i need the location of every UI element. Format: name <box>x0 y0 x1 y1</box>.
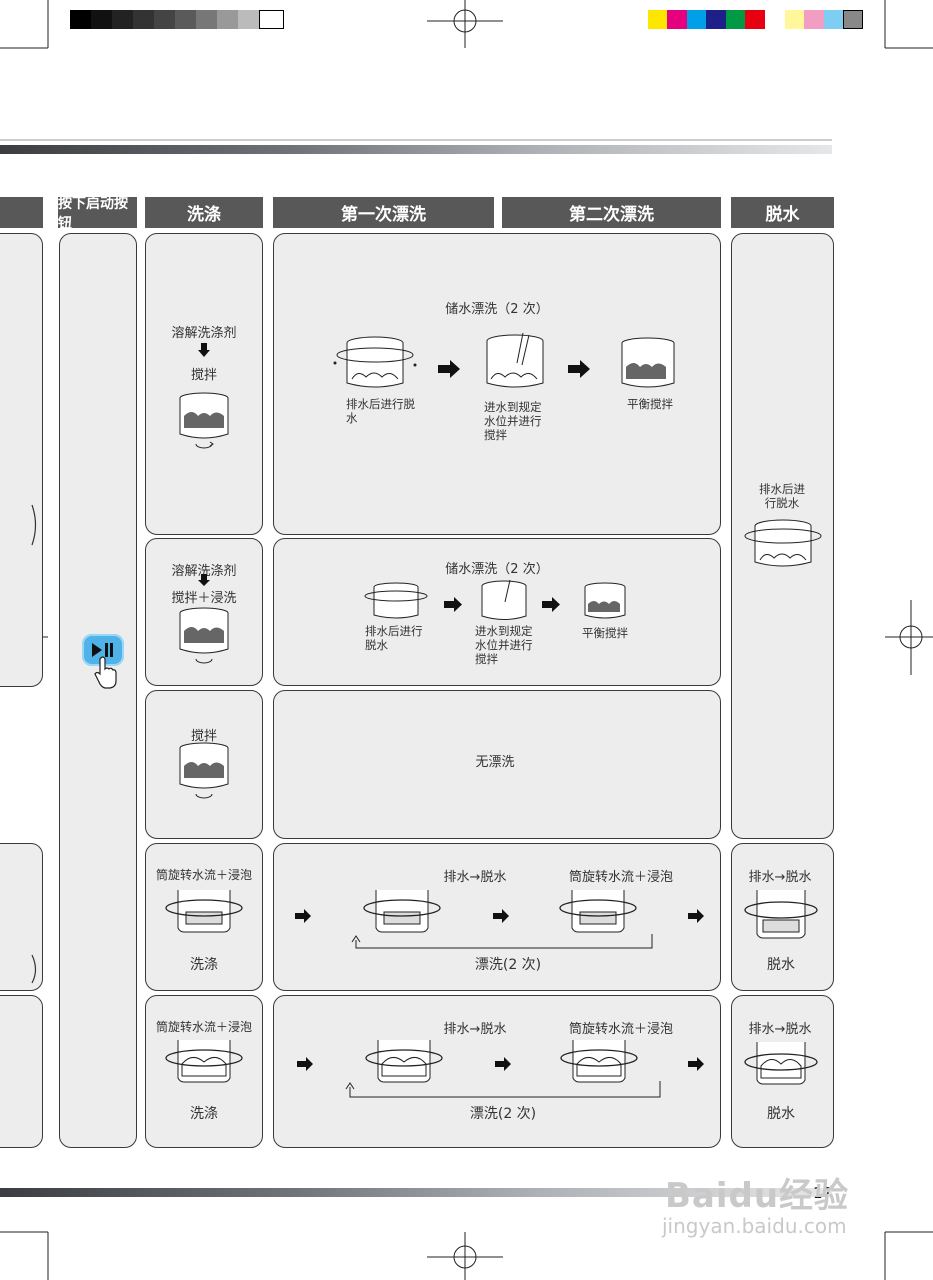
r5-spin-bottom: 脱水 <box>767 1106 795 1122</box>
play-pause-icon <box>92 643 113 657</box>
wash-box-1 <box>145 233 263 535</box>
drum-rotation-icon <box>744 890 818 939</box>
right-arrow-icon <box>295 909 311 923</box>
r1-rinse-b: 进水到规定水位并进行搅拌 <box>484 400 542 442</box>
right-arrow-icon <box>493 909 509 923</box>
r5-wash-top: 筒旋转水流＋浸泡 <box>155 1020 253 1034</box>
r1-rinse-a: 排水后进行脱水 <box>346 397 415 425</box>
prev-column-bracket-icon <box>31 504 37 984</box>
r2-rinse-title: 储水漂洗（2 次） <box>445 562 549 577</box>
header-prev-column <box>0 197 43 228</box>
start-button-column <box>59 233 137 1148</box>
right-arrow-icon <box>568 360 590 378</box>
prev-column-box-1 <box>0 233 43 687</box>
spin-box-4 <box>731 843 834 991</box>
r5-rinse-bottom: 漂洗(2 次) <box>469 1106 537 1122</box>
right-arrow-icon <box>297 1057 313 1071</box>
drum-rotation-icon <box>560 1040 638 1083</box>
loop-bracket-icon <box>351 934 653 949</box>
r4-spin-bottom: 脱水 <box>767 957 795 973</box>
drum-rotation-icon <box>165 1040 243 1083</box>
color-bar <box>648 10 863 29</box>
drum-rotation-icon <box>559 890 637 933</box>
r4-rinse-bottom: 漂洗(2 次) <box>474 957 542 973</box>
r2-rinse-a: 排水后进行脱水 <box>365 624 423 652</box>
right-arrow-icon <box>688 909 704 923</box>
watermark-brand: Baidu经验 <box>665 1176 850 1216</box>
washer-tub-icon <box>179 607 229 664</box>
right-arrow-icon <box>438 360 460 378</box>
drum-rotation-icon <box>365 1040 443 1083</box>
r3-wash-step1: 搅拌 <box>190 729 218 744</box>
page-number: 17 <box>813 1184 833 1202</box>
r3-rinse-text: 无漂洗 <box>475 755 515 770</box>
agitate-tub-icon <box>621 337 675 388</box>
r5-rinse-label1: 排水→脱水 <box>443 1022 507 1037</box>
right-arrow-icon <box>495 1057 511 1071</box>
drum-rotation-icon <box>363 890 441 933</box>
r5-rinse-label2: 筒旋转水流＋浸泡 <box>568 1022 674 1037</box>
down-arrow-icon <box>198 343 210 357</box>
right-arrow-icon <box>444 597 462 612</box>
r5-wash-bottom: 洗涤 <box>190 1106 218 1122</box>
watermark-url: jingyan.baidu.com <box>662 1214 847 1238</box>
r4-wash-top: 筒旋转水流＋浸泡 <box>155 868 253 882</box>
spin-tub-icon <box>364 582 428 619</box>
rinse-box-3 <box>273 690 721 839</box>
r4-rinse-label2: 筒旋转水流＋浸泡 <box>568 870 674 885</box>
pointing-hand-icon <box>94 656 117 689</box>
fill-tub-icon <box>481 579 527 620</box>
rinse-box-5 <box>273 995 721 1148</box>
r2-wash-step2: 搅拌＋浸洗 <box>171 591 237 606</box>
washer-tub-icon <box>179 742 229 799</box>
header-start-button: 按下启动按钮 <box>58 196 137 232</box>
prev-column-box-3 <box>0 995 43 1148</box>
header-rinse1: 第一次漂洗 <box>273 197 494 228</box>
agitate-tub-icon <box>584 582 626 619</box>
top-gradient-band <box>0 145 832 154</box>
r1-wash-step1: 溶解洗涤剂 <box>171 326 237 341</box>
down-arrow-icon <box>198 574 210 586</box>
washer-tub-icon <box>179 392 229 449</box>
r4-spin-top: 排水→脱水 <box>748 870 812 885</box>
header-wash: 洗涤 <box>145 197 263 228</box>
r2-rinse-c: 平衡搅拌 <box>582 626 628 640</box>
grayscale-bar <box>70 10 284 29</box>
bottom-gradient-band <box>0 1188 832 1197</box>
header-rinse2: 第二次漂洗 <box>502 197 721 228</box>
spin-tub-icon <box>333 336 417 388</box>
r4-wash-bottom: 洗涤 <box>190 957 218 973</box>
r2-rinse-b: 进水到规定水位并进行搅拌 <box>475 624 533 666</box>
drum-rotation-icon <box>165 890 243 933</box>
spin-tub-icon <box>744 519 822 567</box>
header-spin: 脱水 <box>731 197 834 228</box>
r1-wash-step2: 搅拌 <box>190 368 218 383</box>
r1-rinse-c: 平衡搅拌 <box>627 397 673 411</box>
spin-shared-label: 排水后进行脱水 <box>759 482 805 510</box>
r5-spin-top: 排水→脱水 <box>748 1022 812 1037</box>
r4-rinse-label1: 排水→脱水 <box>443 870 507 885</box>
r2-wash-step1: 溶解洗涤剂 <box>171 564 237 579</box>
right-arrow-icon <box>542 597 560 612</box>
right-arrow-icon <box>688 1057 704 1071</box>
r1-rinse-title: 储水漂洗（2 次） <box>445 302 549 317</box>
fill-tub-icon <box>486 332 544 388</box>
loop-bracket-icon <box>345 1081 661 1098</box>
drum-rotation-icon <box>744 1042 818 1085</box>
